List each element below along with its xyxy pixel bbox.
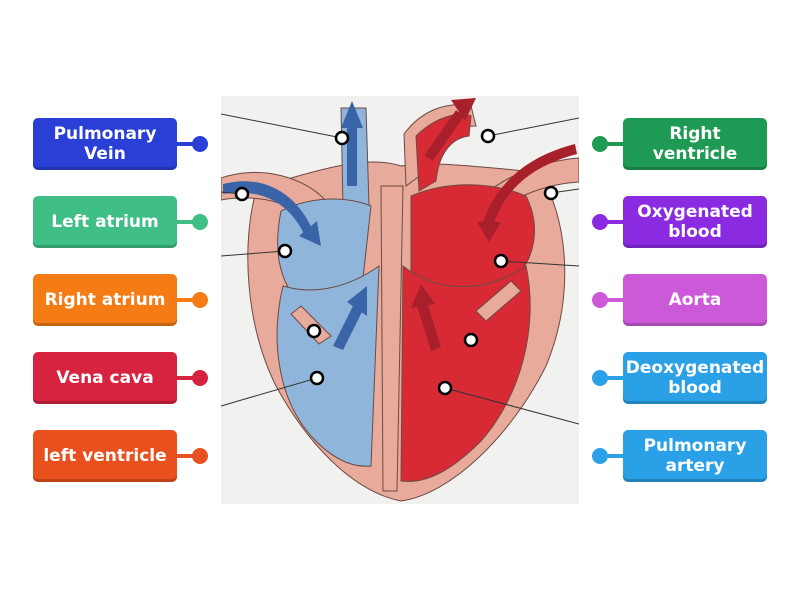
target-marker[interactable] xyxy=(543,185,559,201)
label-text: left ventricle xyxy=(43,446,167,466)
label-text: Aorta xyxy=(668,290,722,310)
label-pulmonary-vein[interactable]: Pulmonary Vein xyxy=(33,118,177,170)
label-text: Right ventricle xyxy=(652,124,738,164)
label-right-atrium[interactable]: Right atrium xyxy=(33,274,177,326)
target-marker[interactable] xyxy=(463,332,479,348)
label-text: Right atrium xyxy=(44,290,166,310)
label-aorta[interactable]: Aorta xyxy=(623,274,767,326)
connector xyxy=(600,142,624,146)
arrow-red-lower xyxy=(411,284,441,351)
target-marker[interactable] xyxy=(437,380,453,396)
connector xyxy=(177,298,201,302)
connector-dot[interactable] xyxy=(192,370,208,386)
label-pulmonary-artery[interactable]: Pulmonary artery xyxy=(623,430,767,482)
arrow-blue-left xyxy=(223,181,321,246)
label-text: Pulmonary artery xyxy=(643,436,747,476)
label-text: Oxygenated blood xyxy=(637,202,753,242)
label-vena-cava[interactable]: Vena cava xyxy=(33,352,177,404)
drop-targets[interactable] xyxy=(234,128,559,396)
red-chamber-lower xyxy=(400,264,531,482)
connector-dot[interactable] xyxy=(192,292,208,308)
label-text: Left atrium xyxy=(51,212,159,232)
target-marker[interactable] xyxy=(493,253,509,269)
arrow-blue-lower xyxy=(333,286,367,350)
valve-right xyxy=(475,280,522,322)
connector xyxy=(177,142,201,146)
target-marker[interactable] xyxy=(234,186,250,202)
label-text: Deoxygenated blood xyxy=(625,358,765,398)
arrow-red-right xyxy=(477,144,577,242)
connector xyxy=(600,376,624,380)
connector xyxy=(177,376,201,380)
pulmonary-artery-vessel xyxy=(415,113,472,192)
target-marker[interactable] xyxy=(334,130,350,146)
target-marker[interactable] xyxy=(277,243,293,259)
connector xyxy=(177,454,201,458)
label-right-ventricle[interactable]: Right ventricle xyxy=(623,118,767,170)
target-marker[interactable] xyxy=(306,323,322,339)
septum xyxy=(380,185,404,492)
label-text: Vena cava xyxy=(56,368,154,388)
label-deoxygenated-blood[interactable]: Deoxygenated blood xyxy=(623,352,767,404)
label-left-atrium[interactable]: Left atrium xyxy=(33,196,177,248)
connector-dot[interactable] xyxy=(192,214,208,230)
connector xyxy=(600,220,624,224)
target-marker[interactable] xyxy=(309,370,325,386)
connector xyxy=(600,298,624,302)
target-marker[interactable] xyxy=(480,128,496,144)
connector xyxy=(600,454,624,458)
connector-dot[interactable] xyxy=(192,136,208,152)
connector-dot[interactable] xyxy=(192,448,208,464)
label-text: Pulmonary Vein xyxy=(53,124,157,164)
arrow-red-top xyxy=(424,98,476,161)
heart-diagram xyxy=(221,96,579,504)
label-left-ventricle[interactable]: left ventricle xyxy=(33,430,177,482)
label-oxygenated-blood[interactable]: Oxygenated blood xyxy=(623,196,767,248)
arrow-blue-top xyxy=(341,101,363,186)
connector xyxy=(177,220,201,224)
leader-lines xyxy=(221,113,579,425)
